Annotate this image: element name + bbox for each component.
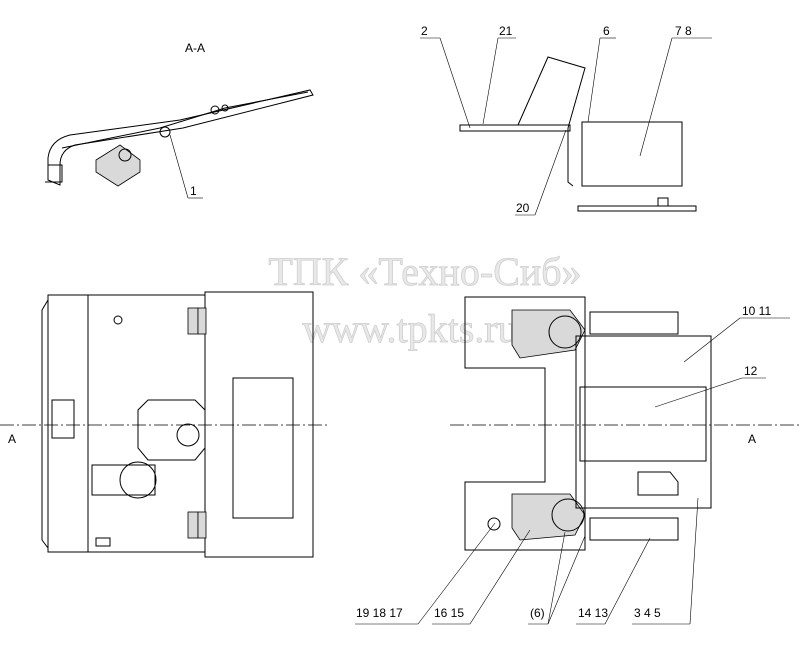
callout-20: 20: [516, 201, 530, 215]
callout-6-paren: (6): [530, 606, 545, 620]
callout-19-18-17: 19 18 17: [356, 606, 403, 620]
axis-label-left: A: [8, 432, 16, 446]
callout-6: 6: [603, 24, 610, 38]
plan-view-left: A: [0, 291, 330, 558]
plan-view-right: A 10 11 12 19 18 17 16 15 (6) 14 13 3: [355, 296, 800, 625]
detail-view-top: 2 21 6 7 8 20: [420, 24, 712, 216]
callout-21: 21: [499, 24, 513, 38]
watermark-line-2: www.tpkts.ru: [302, 306, 517, 351]
section-view-a-a: A-A 1: [45, 41, 314, 199]
callout-7-8: 7 8: [675, 24, 692, 38]
callout-3-4-5: 3 4 5: [634, 606, 661, 620]
callout-2: 2: [421, 24, 428, 38]
axis-label-right: A: [748, 432, 756, 446]
section-label: A-A: [185, 41, 205, 55]
watermark-line-1: ТПК «Техно-Сиб»: [268, 249, 581, 294]
callout-16-15: 16 15: [434, 606, 464, 620]
callout-14-13: 14 13: [578, 606, 608, 620]
callout-1: 1: [190, 184, 197, 198]
callout-10-11: 10 11: [742, 304, 771, 318]
callout-12: 12: [744, 364, 758, 378]
